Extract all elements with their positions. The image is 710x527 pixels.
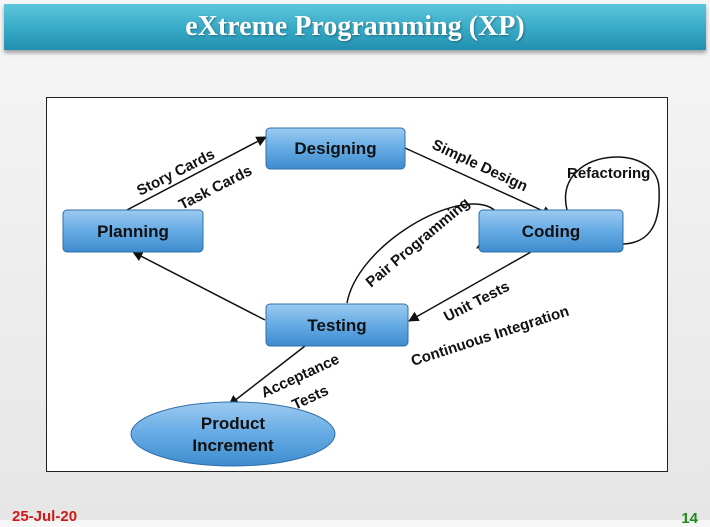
node-designing-label: Designing [294, 139, 376, 158]
label-continuous-integration: Continuous Integration [409, 303, 571, 370]
node-coding-label: Coding [522, 222, 581, 241]
node-product-label-line1: Product [201, 414, 266, 433]
edge-planning-to-designing [126, 136, 267, 211]
xp-diagram: Story Cards Task Cards Simple Design Ref… [62, 127, 660, 467]
node-coding: Coding [478, 209, 624, 253]
node-designing: Designing [265, 127, 406, 170]
xp-diagram-frame: Story Cards Task Cards Simple Design Ref… [46, 97, 668, 472]
label-unit-tests: Unit Tests [441, 278, 512, 326]
node-planning: Planning [62, 209, 204, 253]
edge-refactoring-loop [564, 156, 660, 245]
label-pair-programming: Pair Programming [363, 194, 474, 291]
label-refactoring: Refactoring [567, 165, 650, 182]
node-testing-label: Testing [307, 316, 366, 335]
slide-page-number: 14 [681, 510, 698, 527]
edge-testing-to-planning [132, 251, 266, 321]
node-product-increment: Product Increment [130, 401, 336, 467]
edge-coding-to-testing [408, 251, 532, 322]
node-planning-label: Planning [97, 222, 169, 241]
edge-designing-to-coding [404, 147, 553, 216]
edge-testing-to-product [228, 345, 306, 406]
node-product-label-line2: Increment [192, 436, 274, 455]
slide-date: 25-Jul-20 [12, 508, 78, 525]
slide-title-bar: eXtreme Programming (XP) [4, 4, 706, 50]
node-testing: Testing [265, 303, 409, 347]
slide-title: eXtreme Programming (XP) [185, 11, 525, 42]
